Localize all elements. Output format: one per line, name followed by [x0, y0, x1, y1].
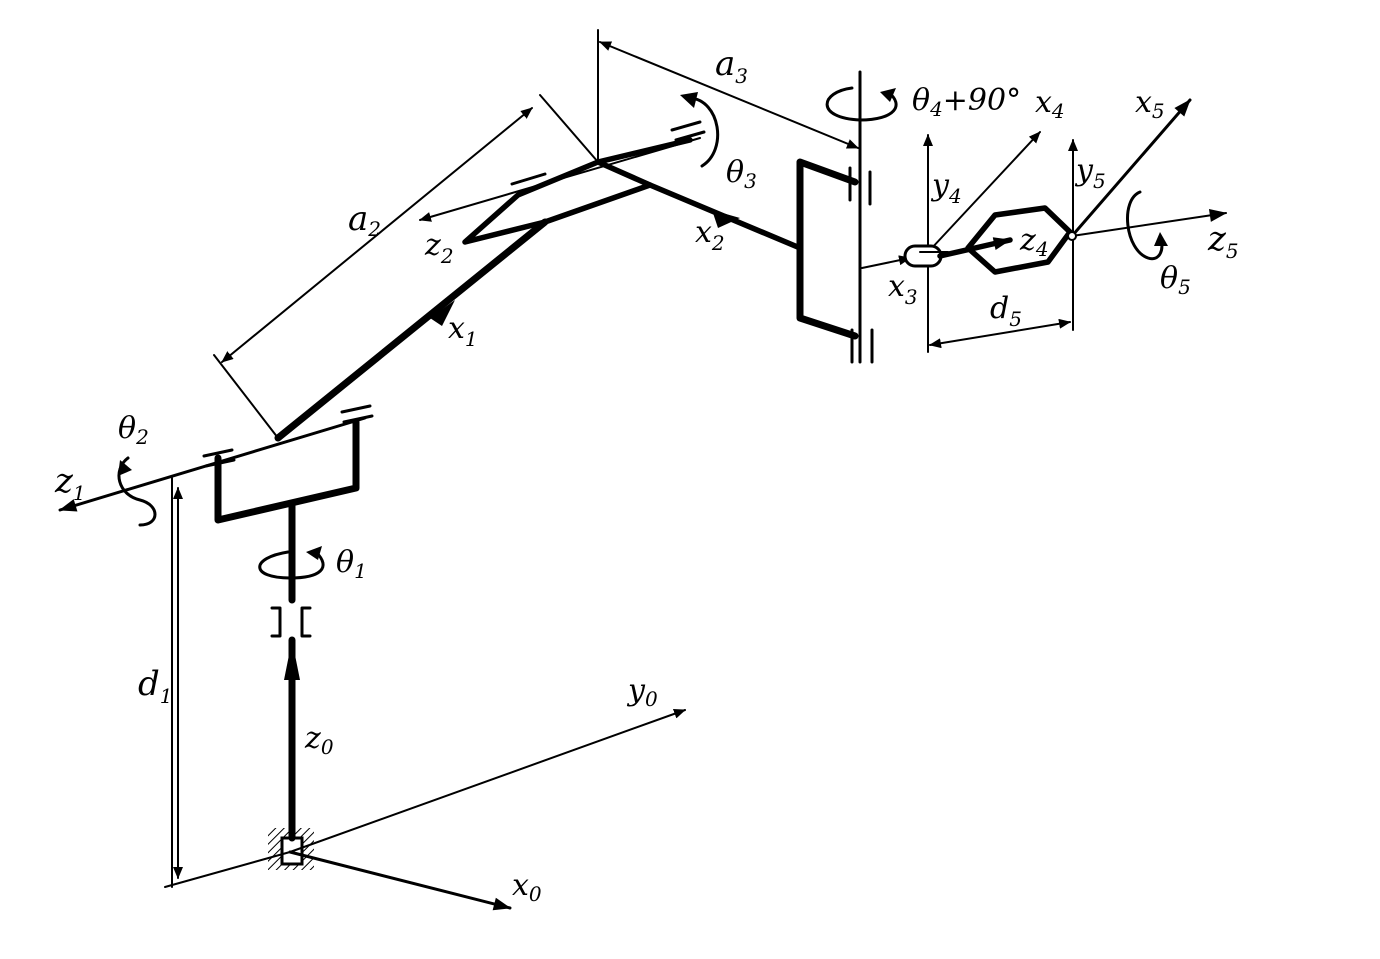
- u-bracket: [214, 418, 360, 524]
- j3-bearing-1: [510, 172, 547, 186]
- x5-axis: [1070, 98, 1192, 238]
- theta5-arrowhead: [1154, 232, 1168, 246]
- theta2-arrowhead: [118, 460, 132, 476]
- j4-u-bracket: [796, 158, 859, 340]
- d5-dim-line: [929, 318, 1071, 349]
- d1-dimension: [171, 477, 183, 888]
- theta1-arc: [258, 550, 325, 580]
- theta4-rotation: [825, 86, 898, 122]
- theta2-rotation: [117, 456, 157, 527]
- bearing-bracket-left: [270, 606, 282, 638]
- label-z5: z5: [1207, 219, 1239, 263]
- label-y5: y5: [1074, 153, 1106, 193]
- label-d5: d5: [990, 291, 1022, 331]
- theta5-rotation: [1126, 190, 1168, 261]
- label-a3: a3: [715, 44, 748, 88]
- gripper-body: [965, 205, 1073, 275]
- y0-axis: [289, 709, 686, 853]
- theta1-arrowhead: [306, 546, 322, 560]
- bearing-mark-2: [204, 458, 236, 468]
- theta4-arc: [825, 86, 898, 122]
- j3-bearing-2: [670, 120, 702, 132]
- label-theta1: θ1: [336, 545, 367, 583]
- label-z0: z0: [304, 721, 334, 759]
- bearing-mark-3: [340, 404, 372, 414]
- theta5-arc: [1126, 190, 1164, 261]
- label-x1: x1: [448, 311, 478, 351]
- z5-axis: [1071, 208, 1228, 237]
- link-2-body: [462, 137, 693, 245]
- x4-axis: [929, 131, 1041, 251]
- a3-dim-line: [599, 41, 859, 149]
- a3-dimension: [597, 29, 859, 163]
- theta4-arrowhead: [880, 88, 896, 102]
- label-theta5: θ5: [1160, 261, 1191, 299]
- link-2: [419, 120, 803, 251]
- z4-axis: [937, 237, 1013, 259]
- base-frame-0: [164, 501, 686, 911]
- a2-dimension: [213, 94, 599, 439]
- joint-5-capsule: [903, 244, 943, 268]
- z0-arrowhead: [284, 640, 300, 680]
- label-x3: x3: [888, 269, 918, 309]
- label-z2: z2: [424, 228, 454, 268]
- label-y0: y0: [626, 673, 658, 711]
- a2-extension-low: [213, 354, 279, 439]
- theta3-arrowhead: [680, 92, 698, 108]
- x2-arrowhead: [712, 210, 740, 228]
- label-z4: z4: [1019, 223, 1049, 261]
- x3-axis: [861, 255, 911, 269]
- floor-line-left: [164, 851, 291, 888]
- label-a2: a2: [348, 199, 381, 241]
- bearing-mark-4: [342, 414, 374, 424]
- label-x5: x5: [1135, 85, 1165, 123]
- joint-4-bracket: [796, 70, 911, 364]
- label-x2: x2: [695, 215, 725, 255]
- label-theta4: θ4+90°: [912, 83, 1021, 121]
- bearing-mark-1: [202, 448, 234, 458]
- bearing-bracket-right: [300, 606, 312, 638]
- label-theta3: θ3: [726, 155, 757, 193]
- label-x0: x0: [512, 868, 542, 906]
- wrist-gripper: [903, 98, 1228, 353]
- x0-axis: [288, 850, 512, 911]
- labels: z0 y0 x0 d1 z1 θ1 θ2 x1 a2 z2 a3 θ3 x2 θ…: [54, 44, 1239, 906]
- tool-point: [1067, 231, 1077, 241]
- label-theta2: θ2: [118, 411, 149, 449]
- d5-dimension: [929, 318, 1071, 349]
- label-z1: z1: [54, 461, 86, 505]
- a2-extension-high: [539, 94, 599, 163]
- theta3-rotation: [680, 92, 720, 168]
- theta1-rotation: [258, 546, 325, 580]
- a2-dim-line: [221, 107, 533, 363]
- link-1-arm: [274, 218, 549, 442]
- joint-2-housing: [58, 218, 549, 524]
- label-x4: x4: [1035, 85, 1065, 123]
- label-d1: d1: [138, 664, 173, 708]
- label-y4: y4: [930, 168, 962, 208]
